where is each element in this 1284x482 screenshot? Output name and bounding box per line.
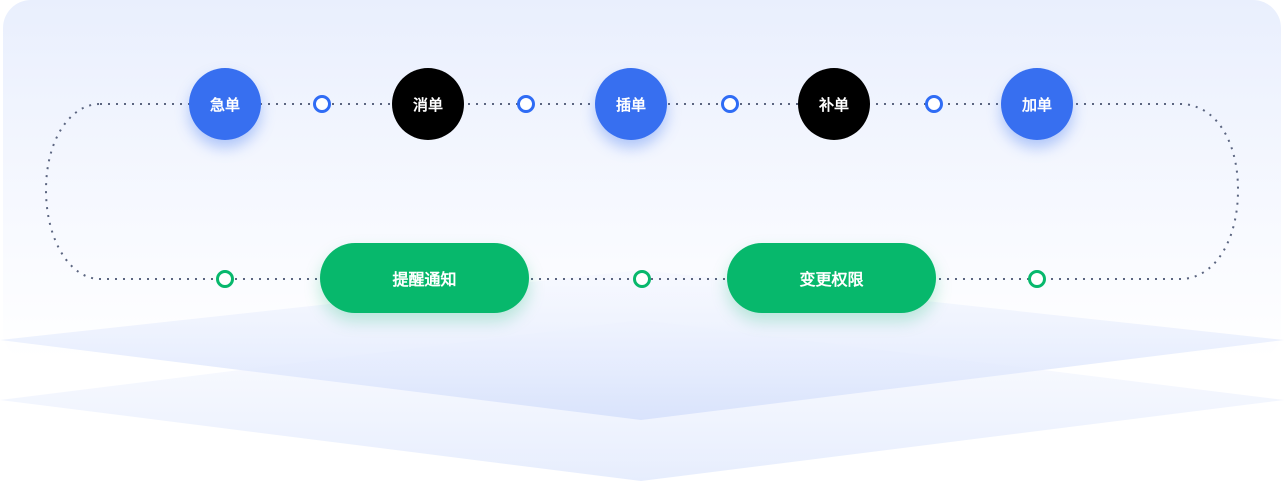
connector-dot-green bbox=[633, 270, 651, 288]
step-insert-order[interactable]: 插单 bbox=[595, 68, 667, 140]
step-add-order[interactable]: 加单 bbox=[1001, 68, 1073, 140]
diamond-layer-front bbox=[0, 270, 1284, 420]
connector-dot-green bbox=[216, 270, 234, 288]
connector-dot bbox=[517, 95, 535, 113]
step-reminder-notification[interactable]: 提醒通知 bbox=[320, 243, 529, 313]
step-cancel-order[interactable]: 消单 bbox=[392, 68, 464, 140]
dotted-loop-path bbox=[44, 103, 1240, 280]
connector-dot bbox=[313, 95, 331, 113]
step-urgent-order[interactable]: 急单 bbox=[189, 68, 261, 140]
connector-dot bbox=[925, 95, 943, 113]
step-supplement-order[interactable]: 补单 bbox=[798, 68, 870, 140]
step-change-permission[interactable]: 变更权限 bbox=[727, 243, 936, 313]
connector-dot bbox=[721, 95, 739, 113]
connector-dot-green bbox=[1028, 270, 1046, 288]
